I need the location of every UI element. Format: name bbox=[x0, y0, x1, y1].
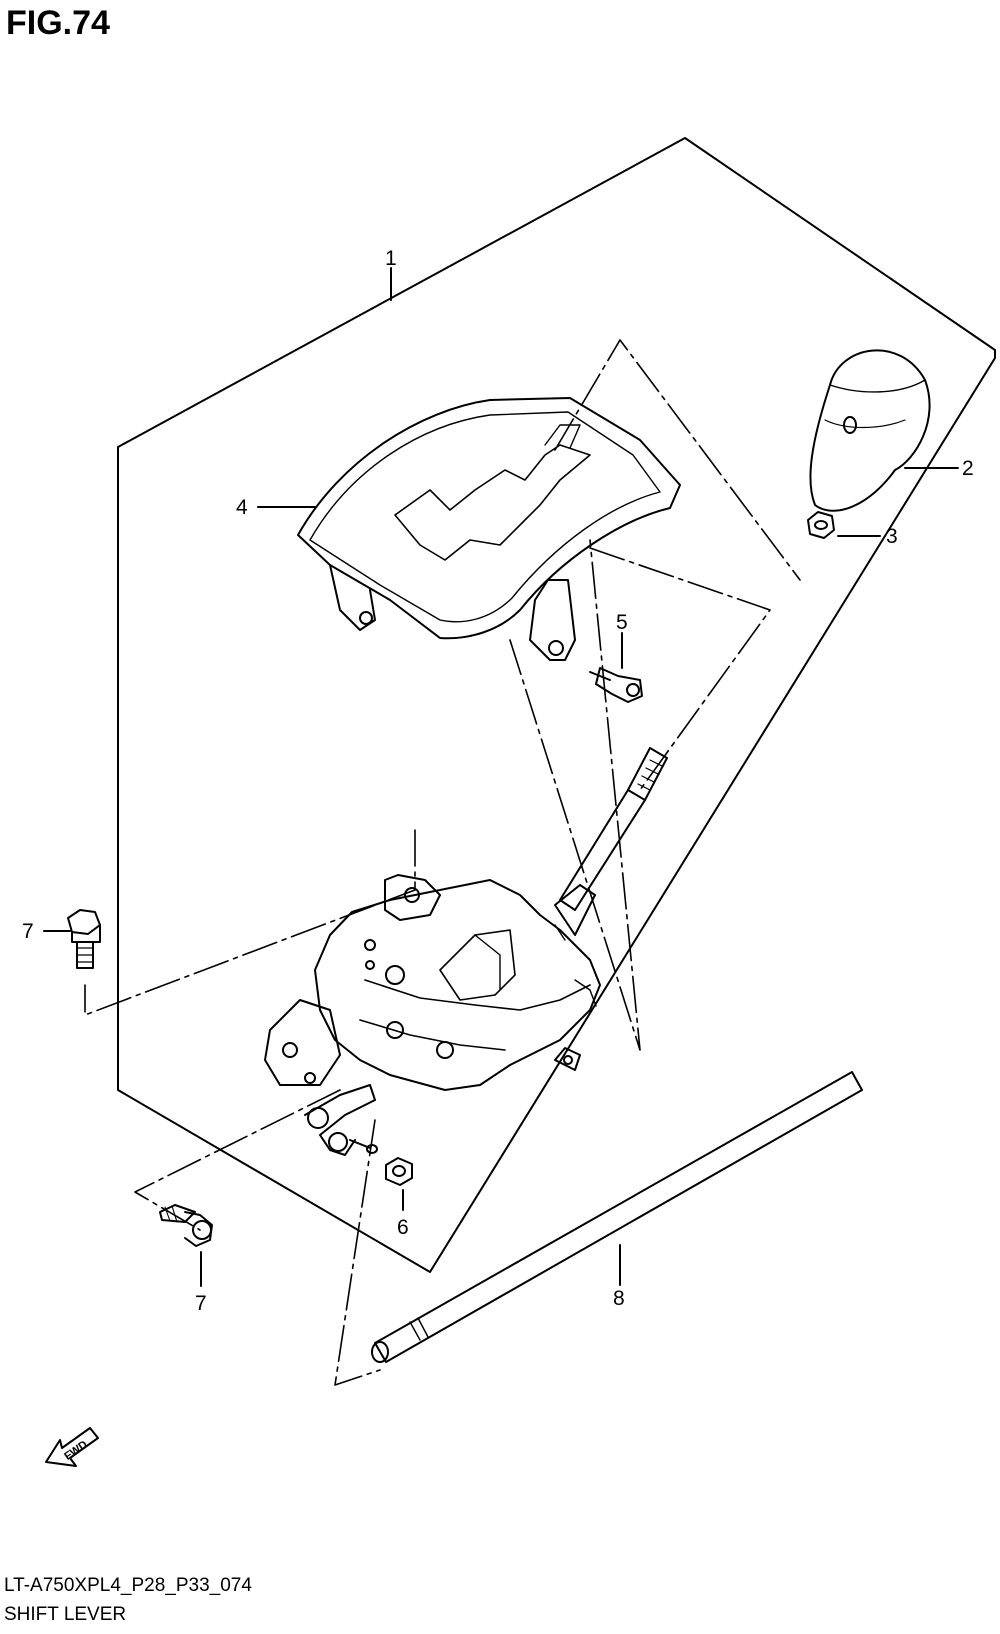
projection-bolt7-bottom bbox=[134, 1089, 341, 1231]
figure-title: FIG.74 bbox=[6, 4, 110, 42]
flange-bolt-top bbox=[67, 909, 101, 969]
diagram-code: LT-A750XPL4_P28_P33_074 bbox=[4, 1575, 252, 1596]
projection-bolt7-top bbox=[84, 829, 416, 1016]
callout-7-top: 7 bbox=[22, 920, 34, 943]
lock-nut bbox=[385, 1157, 413, 1186]
shift-mechanism bbox=[264, 874, 601, 1091]
projection-cover bbox=[589, 547, 771, 791]
shift-lever-shaft bbox=[559, 747, 668, 911]
lever-bracket-upper bbox=[529, 579, 576, 661]
callout-3: 3 bbox=[886, 525, 898, 548]
fwd-arrow bbox=[45, 1427, 99, 1467]
callout-5: 5 bbox=[616, 611, 628, 634]
callout-4: 4 bbox=[236, 496, 248, 519]
callout-6: 6 bbox=[397, 1216, 409, 1239]
projection-lever bbox=[509, 539, 641, 1051]
shift-gate-cover bbox=[297, 397, 681, 640]
callout-7-bottom: 7 bbox=[195, 1292, 207, 1315]
callout-2: 2 bbox=[962, 457, 974, 480]
shift-rod bbox=[371, 1071, 863, 1363]
shift-knob bbox=[809, 349, 931, 512]
diagram-name: SHIFT LEVER bbox=[4, 1604, 127, 1625]
projection-rod bbox=[334, 1119, 381, 1386]
cover-bolt bbox=[589, 667, 643, 703]
flange-bolt-bottom bbox=[159, 1204, 213, 1247]
assembly-outline bbox=[117, 137, 996, 1273]
linkage-arm bbox=[304, 1084, 378, 1156]
projection-knob bbox=[554, 339, 801, 581]
knob-nut bbox=[807, 511, 835, 539]
callout-1: 1 bbox=[385, 247, 397, 270]
callout-8: 8 bbox=[613, 1287, 625, 1310]
